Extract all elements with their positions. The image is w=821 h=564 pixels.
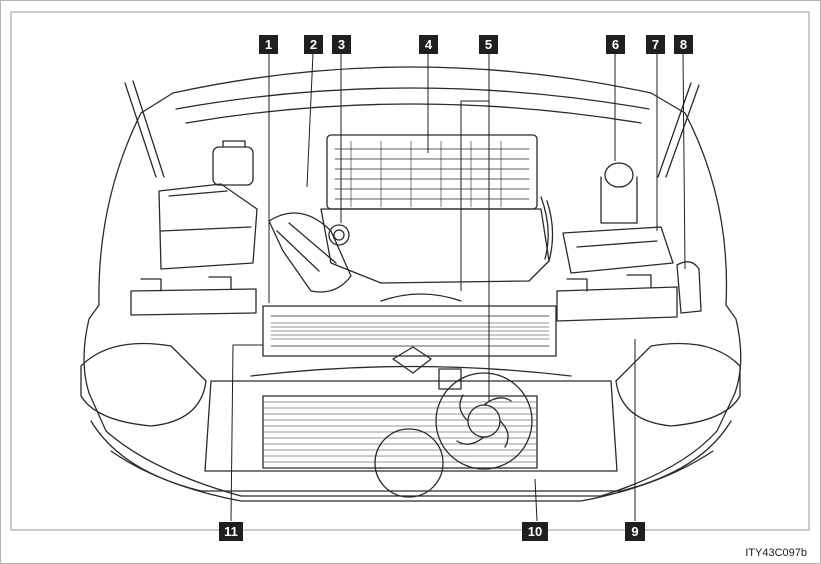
engine-cover-grille bbox=[326, 134, 538, 210]
callout-6: 6 bbox=[606, 35, 625, 54]
hood-emblem bbox=[392, 346, 432, 374]
hood-strut-left bbox=[124, 80, 165, 178]
engine-bay-illustration bbox=[10, 11, 810, 531]
svg-text:11: 11 bbox=[224, 524, 238, 539]
right-headlight bbox=[615, 342, 741, 427]
front-bumper bbox=[90, 420, 732, 502]
leader-line-11 bbox=[230, 344, 263, 522]
fuse-box bbox=[562, 226, 674, 274]
figure-code: ITY43C097b bbox=[745, 547, 807, 559]
leader-line-2 bbox=[306, 52, 314, 188]
callout-4: 4 bbox=[419, 35, 438, 54]
callout-7: 7 bbox=[646, 35, 665, 54]
cooling-fan bbox=[435, 372, 533, 470]
callout-8: 8 bbox=[674, 35, 693, 54]
callout-3: 3 bbox=[332, 35, 351, 54]
leader-lines bbox=[230, 52, 686, 522]
callout-10: 10 bbox=[522, 522, 548, 541]
svg-text:5: 5 bbox=[485, 37, 492, 52]
leader-line-10 bbox=[534, 478, 538, 522]
horn bbox=[374, 428, 444, 498]
svg-text:3: 3 bbox=[338, 37, 345, 52]
callout-9: 9 bbox=[625, 522, 645, 541]
svg-text:1: 1 bbox=[265, 37, 272, 52]
cowl-line bbox=[175, 87, 650, 124]
svg-text:4: 4 bbox=[425, 37, 433, 52]
svg-text:8: 8 bbox=[680, 37, 687, 52]
leader-line-8 bbox=[682, 52, 686, 270]
oil-filler-cap bbox=[328, 224, 350, 246]
hood-latch bbox=[438, 368, 462, 390]
left-battery-tray bbox=[158, 183, 258, 270]
callout-2: 2 bbox=[304, 35, 323, 54]
svg-text:2: 2 bbox=[310, 37, 317, 52]
intake-hose bbox=[268, 212, 352, 293]
right-battery bbox=[556, 274, 678, 322]
radiator-support bbox=[262, 305, 557, 357]
hood-strut-right bbox=[657, 82, 700, 178]
svg-text:10: 10 bbox=[528, 524, 542, 539]
svg-text:6: 6 bbox=[612, 37, 619, 52]
callout-5: 5 bbox=[479, 35, 498, 54]
coolant-hose bbox=[380, 293, 462, 302]
callout-1: 1 bbox=[259, 35, 278, 54]
left-headlight bbox=[80, 342, 207, 427]
left-battery bbox=[130, 276, 257, 316]
brake-fluid-reservoir bbox=[604, 162, 634, 188]
callout-11: 11 bbox=[219, 522, 243, 541]
fender-outline bbox=[83, 66, 742, 497]
washer-reservoir bbox=[676, 261, 702, 314]
svg-text:7: 7 bbox=[652, 37, 659, 52]
engine-block bbox=[320, 208, 550, 284]
svg-text:9: 9 bbox=[631, 524, 638, 539]
radiator-fins bbox=[270, 322, 550, 340]
front-grille bbox=[204, 380, 618, 472]
figure-inner-frame bbox=[10, 11, 810, 531]
leader-line-5a bbox=[460, 53, 490, 291]
